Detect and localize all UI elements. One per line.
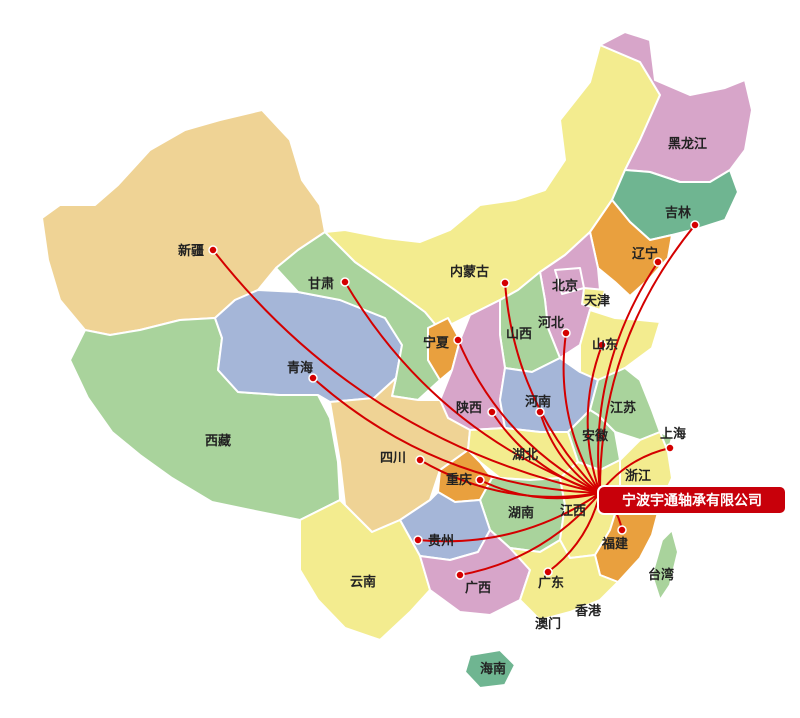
region-guangdong[interactable] — [509, 539, 619, 621]
label-guangxi: 广西 — [465, 580, 491, 596]
endpoint-qinghai[interactable] — [308, 373, 318, 383]
label-shanxi: 山西 — [506, 326, 532, 342]
route-to-liaoning — [597, 261, 659, 494]
label-beijing: 北京 — [552, 278, 578, 294]
label-anhui: 安徽 — [582, 428, 609, 444]
route-to-xinjiang — [212, 249, 601, 494]
label-hainan: 海南 — [480, 661, 506, 677]
label-jiangxi: 江西 — [560, 503, 586, 519]
label-shanghai: 上海 — [660, 426, 686, 442]
label-hunan: 湖南 — [508, 505, 534, 521]
endpoint-layer — [208, 220, 700, 580]
route-to-jilin — [598, 224, 696, 494]
label-ningxia: 宁夏 — [423, 335, 450, 351]
endpoint-shandong[interactable] — [597, 340, 607, 350]
label-jilin: 吉林 — [665, 205, 691, 221]
label-layer: 新疆 西藏 青海 甘肃 内蒙古 黑龙江 吉林 辽宁 北京 天津 河北 山西 山东… — [178, 136, 707, 677]
endpoint-hebei[interactable] — [561, 328, 571, 338]
route-to-chongqing — [479, 479, 601, 500]
region-taiwan[interactable] — [651, 529, 679, 601]
label-xizang: 西藏 — [205, 433, 231, 449]
region-xizang[interactable] — [69, 317, 341, 521]
label-hebei: 河北 — [538, 315, 564, 331]
label-heilongjiang: 黑龙江 — [668, 136, 707, 152]
label-shandong: 山东 — [592, 337, 618, 353]
endpoint-fujian[interactable] — [617, 525, 627, 535]
route-to-shandong — [586, 344, 603, 494]
company-name: 宁波宇通轴承有限公司 — [622, 492, 762, 509]
label-aomen: 澳门 — [535, 616, 561, 632]
label-zhejiang: 浙江 — [625, 468, 651, 484]
label-qinghai: 青海 — [287, 360, 313, 376]
label-shaanxi: 陕西 — [456, 400, 482, 416]
label-hubei: 湖北 — [512, 448, 538, 463]
route-to-ningxia — [457, 339, 601, 494]
region-tianjin[interactable] — [581, 287, 606, 311]
endpoint-jilin[interactable] — [690, 220, 700, 230]
label-guizhou: 贵州 — [428, 533, 454, 549]
endpoint-liaoning[interactable] — [653, 257, 663, 267]
endpoint-guangdong[interactable] — [543, 567, 553, 577]
label-guangdong: 广东 — [538, 575, 564, 591]
company-badge[interactable] — [597, 485, 787, 515]
label-tianjin: 天津 — [584, 293, 610, 309]
endpoint-guizhou[interactable] — [413, 535, 423, 545]
endpoint-sichuan[interactable] — [415, 455, 425, 465]
route-to-neimenggu — [504, 282, 601, 494]
label-henan: 河南 — [525, 394, 551, 410]
endpoint-xinjiang[interactable] — [208, 245, 218, 255]
endpoint-neimenggu[interactable] — [500, 278, 510, 288]
endpoint-chongqing[interactable] — [475, 475, 485, 485]
label-xinjiang: 新疆 — [178, 243, 204, 259]
route-to-henan — [539, 411, 601, 494]
route-to-sichuan — [419, 459, 601, 498]
label-yunnan: 云南 — [350, 574, 376, 590]
route-to-guizhou — [417, 492, 601, 543]
label-xianggang: 香港 — [574, 603, 602, 619]
route-to-shaanxi — [491, 411, 601, 494]
label-sichuan: 四川 — [380, 451, 406, 466]
endpoint-guangxi[interactable] — [455, 570, 465, 580]
label-gansu: 甘肃 — [308, 276, 334, 292]
province-layer — [41, 31, 753, 689]
label-jiangsu: 江苏 — [610, 400, 636, 416]
region-hainan[interactable] — [464, 649, 516, 689]
route-to-hebei — [562, 332, 601, 494]
label-taiwan: 台湾 — [648, 567, 674, 583]
route-to-qinghai — [312, 377, 601, 494]
label-liaoning: 辽宁 — [632, 246, 658, 262]
endpoint-shanghai[interactable] — [665, 443, 675, 453]
region-heilongjiang[interactable] — [599, 31, 753, 183]
endpoint-henan[interactable] — [535, 407, 545, 417]
company-callout[interactable]: 宁波宇通轴承有限公司 — [597, 485, 787, 515]
label-fujian: 福建 — [601, 536, 628, 552]
endpoint-ningxia[interactable] — [453, 335, 463, 345]
route-to-guangxi — [459, 492, 601, 576]
endpoint-shaanxi[interactable] — [487, 407, 497, 417]
endpoint-gansu[interactable] — [340, 277, 350, 287]
label-neimenggu: 内蒙古 — [450, 264, 489, 280]
label-chongqing: 重庆 — [446, 472, 472, 488]
